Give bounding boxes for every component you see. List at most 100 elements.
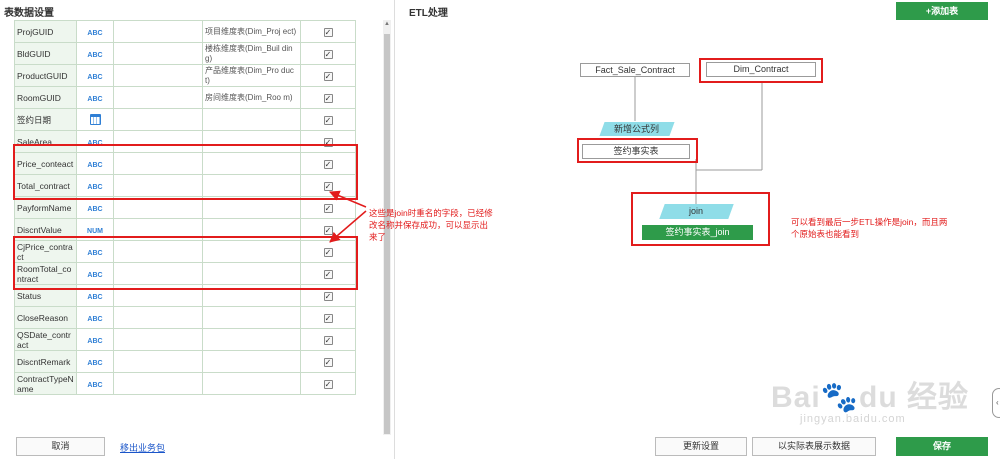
field-name: QSDate_contract	[14, 328, 77, 351]
field-type[interactable]: ABC	[76, 306, 114, 329]
field-type-badge[interactable]: ABC	[87, 29, 103, 37]
field-type[interactable]: ABC	[76, 86, 114, 109]
field-type[interactable]	[76, 108, 114, 131]
field-visible-cell: ✓	[300, 86, 356, 109]
etl-node-dim-contract[interactable]: Dim_Contract	[706, 62, 816, 77]
field-relation[interactable]: 房间维度表(Dim_Roo m)	[202, 86, 301, 109]
field-type-badge[interactable]: ABC	[87, 293, 103, 301]
field-type-badge[interactable]: ABC	[87, 161, 103, 169]
field-type[interactable]: ABC	[76, 64, 114, 87]
update-settings-button[interactable]: 更新设置	[655, 437, 747, 456]
field-visible-checkbox[interactable]: ✓	[323, 269, 333, 279]
field-visible-checkbox[interactable]: ✓	[323, 71, 333, 81]
field-visible-checkbox[interactable]: ✓	[323, 379, 333, 389]
field-visible-checkbox[interactable]: ✓	[323, 93, 333, 103]
field-visible-checkbox[interactable]: ✓	[323, 27, 333, 37]
field-visible-checkbox[interactable]: ✓	[323, 225, 333, 235]
field-relation[interactable]	[202, 306, 301, 329]
field-type-badge[interactable]: ABC	[87, 51, 103, 59]
field-type-badge[interactable]: ABC	[87, 205, 103, 213]
field-row: RoomTotal_contract ABC ✓	[14, 262, 356, 285]
field-row: DiscntRemark ABC ✓	[14, 350, 356, 373]
field-relation[interactable]: 产品维度表(Dim_Pro duct)	[202, 64, 301, 87]
field-relation[interactable]: 项目维度表(Dim_Proj ect)	[202, 20, 301, 43]
etl-title: ETL处理	[409, 8, 448, 19]
field-name: BldGUID	[14, 42, 77, 65]
field-visible-checkbox[interactable]: ✓	[323, 159, 333, 169]
field-row: ProductGUID ABC 产品维度表(Dim_Pro duct) ✓	[14, 64, 356, 87]
field-alias-input[interactable]	[113, 306, 203, 329]
field-type-badge[interactable]: ABC	[87, 139, 103, 147]
highlight-box-renamed-fields-2	[13, 236, 358, 290]
field-visible-cell: ✓	[300, 130, 356, 153]
field-type-badge[interactable]: ABC	[87, 381, 103, 389]
field-alias-input[interactable]	[113, 350, 203, 373]
side-handle-icon[interactable]: ‹	[992, 388, 1000, 418]
field-alias-input[interactable]	[113, 328, 203, 351]
field-type-badge[interactable]: ABC	[87, 271, 103, 279]
field-visible-checkbox[interactable]: ✓	[323, 181, 333, 191]
scrollbar-thumb[interactable]	[384, 34, 390, 434]
field-type-badge[interactable]: ABC	[87, 183, 103, 191]
field-alias-input[interactable]	[113, 86, 203, 109]
etl-node-formula-column[interactable]: 新增公式列	[599, 122, 675, 136]
field-name: CloseReason	[14, 306, 77, 329]
field-relation[interactable]	[202, 108, 301, 131]
scrollbar[interactable]: ▲	[383, 20, 391, 435]
field-row: CloseReason ABC ✓	[14, 306, 356, 329]
field-type-badge[interactable]: NUM	[87, 227, 103, 235]
field-alias-input[interactable]	[113, 20, 203, 43]
show-real-data-button[interactable]: 以实际表展示数据	[752, 437, 876, 456]
field-type[interactable]: ABC	[76, 20, 114, 43]
field-alias-input[interactable]	[113, 42, 203, 65]
field-type[interactable]: ABC	[76, 350, 114, 373]
field-alias-input[interactable]	[113, 372, 203, 395]
field-visible-checkbox[interactable]: ✓	[323, 335, 333, 345]
field-type-badge[interactable]: ABC	[87, 95, 103, 103]
etl-node-fact-sale-contract[interactable]: Fact_Sale_Contract	[580, 63, 690, 77]
etl-node-sign-table[interactable]: 签约事实表	[582, 144, 690, 159]
cancel-button[interactable]: 取消	[16, 437, 105, 456]
field-relation[interactable]	[202, 372, 301, 395]
field-visible-checkbox[interactable]: ✓	[323, 291, 333, 301]
field-relation[interactable]	[202, 328, 301, 351]
etl-node-join-result[interactable]: 签约事实表_join	[642, 225, 753, 240]
field-visible-checkbox[interactable]: ✓	[323, 115, 333, 125]
field-visible-checkbox[interactable]: ✓	[323, 203, 333, 213]
field-type[interactable]: ABC	[76, 328, 114, 351]
field-name: RoomTotal_contract	[14, 262, 77, 285]
field-type-badge[interactable]: ABC	[87, 359, 103, 367]
field-relation[interactable]: 楼栋维度表(Dim_Buil ding)	[202, 42, 301, 65]
field-type-badge[interactable]: ABC	[87, 337, 103, 345]
move-out-package-link[interactable]: 移出业务包	[120, 443, 166, 453]
field-type-badge[interactable]: ABC	[87, 73, 103, 81]
calendar-icon[interactable]	[89, 114, 101, 126]
field-name: DiscntRemark	[14, 350, 77, 373]
field-type-badge[interactable]: ABC	[87, 315, 103, 323]
field-type-badge[interactable]: ABC	[87, 249, 103, 257]
field-alias-input[interactable]	[113, 64, 203, 87]
field-name: ProductGUID	[14, 64, 77, 87]
field-row: QSDate_contract ABC ✓	[14, 328, 356, 351]
field-visible-checkbox[interactable]: ✓	[323, 137, 333, 147]
annotation-renamed-fields: 这些是join时重名的字段，已经修改名称并保存成功，可以显示出来了	[369, 208, 493, 242]
field-visible-checkbox[interactable]: ✓	[323, 313, 333, 323]
add-table-button[interactable]: +添加表	[896, 2, 988, 20]
field-visible-checkbox[interactable]: ✓	[323, 49, 333, 59]
field-visible-checkbox[interactable]: ✓	[323, 247, 333, 257]
field-type[interactable]: ABC	[76, 372, 114, 395]
field-visible-checkbox[interactable]: ✓	[323, 357, 333, 367]
save-button[interactable]: 保存	[896, 437, 988, 456]
field-alias-input[interactable]	[113, 108, 203, 131]
scroll-up-arrow-icon[interactable]: ▲	[384, 21, 390, 27]
field-type[interactable]: ABC	[76, 42, 114, 65]
field-row: 签约日期✓	[14, 108, 356, 131]
field-relation[interactable]	[202, 350, 301, 373]
highlight-box-join	[631, 192, 770, 246]
